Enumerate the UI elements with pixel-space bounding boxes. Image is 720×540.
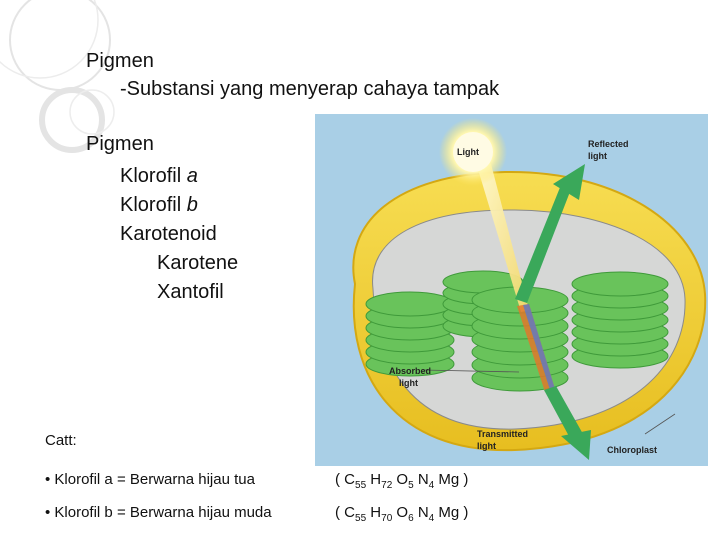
note-klorofil-b: • Klorofil b = Berwarna hijau muda	[45, 504, 272, 521]
list-item-karotenoid: Karotenoid	[120, 223, 217, 245]
label-chloroplast: Chloroplast	[607, 445, 657, 455]
list-item-klorofil-b: Klorofil b	[120, 194, 198, 216]
label-transmitted-light-1: Transmitted	[477, 429, 528, 439]
label-absorbed-light-2: light	[399, 378, 418, 388]
transmitted-light-arrow	[544, 386, 591, 460]
decorative-circles	[0, 0, 115, 153]
granum-left	[365, 291, 455, 377]
absorbed-light-band-blue	[523, 304, 555, 390]
label-transmitted-light-2: light	[477, 441, 496, 451]
list-item-karotene: Karotene	[157, 252, 239, 274]
formula-klorofil-a: ( C55 H72 O5 N4 Mg )	[335, 471, 469, 491]
heading-pigmen: Pigmen	[86, 50, 154, 72]
formula-klorofil-b: ( C55 H70 O6 N4 Mg )	[335, 504, 469, 524]
note-klorofil-a: • Klorofil a = Berwarna hijau tua	[45, 471, 255, 488]
reflected-light-arrow	[515, 164, 585, 303]
label-absorbed-light-1: Absorbed	[389, 366, 431, 376]
pigment-definition: -Substansi yang menyerap cahaya tampak	[120, 78, 500, 100]
pigment-list: Klorofil a Klorofil b Karotenoid Karoten…	[120, 162, 238, 307]
list-item-xantofil: Xantofil	[157, 281, 224, 303]
notes-title: Catt:	[45, 432, 77, 449]
label-light: Light	[457, 147, 479, 157]
heading-pigmen-types: Pigmen	[86, 133, 154, 155]
grana-stacks	[365, 270, 669, 392]
label-reflected-light-1: Reflected	[588, 139, 629, 149]
incoming-light-beam	[477, 164, 529, 312]
label-reflected-light-2: light	[588, 151, 607, 161]
granum-right	[571, 271, 669, 369]
chloroplast-light-figure: Light Reflected light Absorbed light Tra…	[315, 114, 708, 466]
list-item-klorofil-a: Klorofil a	[120, 165, 198, 187]
